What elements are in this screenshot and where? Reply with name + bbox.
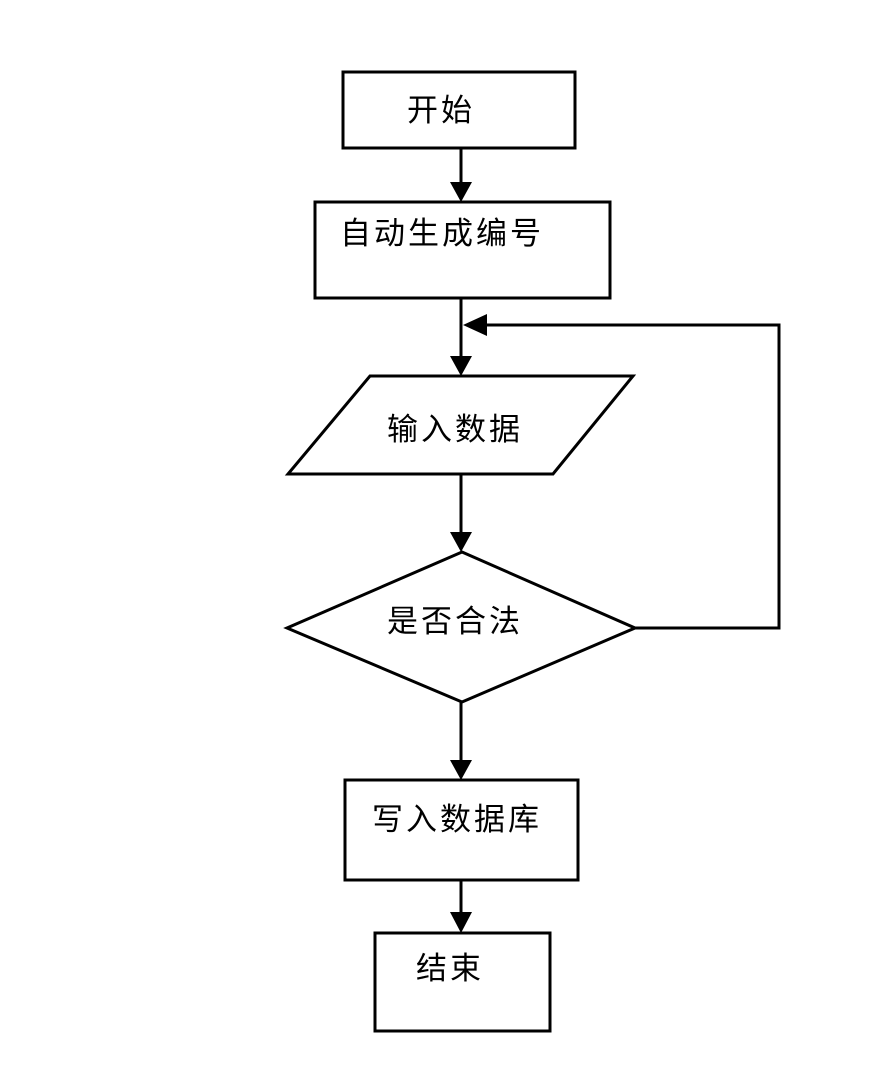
- edge-auto-number-to-input-data: [450, 298, 472, 376]
- edge-input-data-to-validate: [450, 474, 472, 552]
- flow-node-write-db: 写入数据库: [343, 778, 580, 882]
- write-db-rectangle: [343, 778, 580, 882]
- flow-node-auto-number: 自动生成编号: [313, 200, 612, 300]
- arrowhead-down-icon: [450, 912, 472, 933]
- arrowhead-down-icon: [450, 760, 472, 780]
- edge-line: [486, 323, 781, 630]
- auto-number-label: 自动生成编号: [340, 216, 544, 252]
- edge-write-db-to-end: [450, 880, 472, 933]
- edge-start-to-auto-number: [450, 148, 472, 202]
- write-db-label: 写入数据库: [372, 802, 542, 838]
- edge-validate-loop-back: [463, 314, 781, 630]
- validate-label: 是否合法: [387, 604, 523, 640]
- flow-node-input-data: 输入数据: [284, 374, 637, 476]
- flow-node-validate: 是否合法: [283, 550, 639, 704]
- arrowhead-down-icon: [450, 532, 472, 552]
- auto-number-rectangle: [313, 200, 612, 300]
- start-rectangle: [341, 70, 577, 150]
- end-rectangle: [373, 931, 552, 1033]
- input-data-parallelogram: [284, 374, 637, 476]
- edge-validate-to-write-db: [450, 702, 472, 780]
- flow-node-end: 结束: [373, 931, 552, 1033]
- validate-diamond: [283, 550, 639, 704]
- arrowhead-down-icon: [450, 356, 472, 376]
- arrowhead-left-icon: [463, 314, 487, 336]
- input-data-label: 输入数据: [387, 412, 523, 448]
- flow-node-start: 开始: [341, 70, 577, 150]
- end-label: 结束: [416, 951, 484, 987]
- arrowhead-down-icon: [450, 182, 472, 202]
- start-label: 开始: [407, 93, 475, 129]
